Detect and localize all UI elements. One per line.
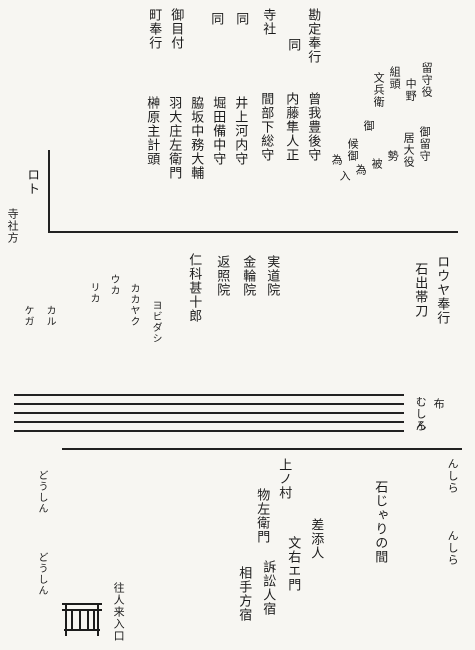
label-aite: 相手方宿 xyxy=(236,566,252,622)
title-do-3: 同 xyxy=(208,12,224,26)
divider-line-5 xyxy=(14,430,404,432)
divider-line-4 xyxy=(14,421,404,423)
title-do-1: 同 xyxy=(285,38,301,52)
upper-horizontal-line xyxy=(48,231,458,233)
title-machi-bugyo: 町奉行 xyxy=(146,8,162,50)
hiragana-row-2: んしら xyxy=(446,530,460,566)
title-jisha: 寺社 xyxy=(260,8,276,36)
label-gorusu-3: 勢 xyxy=(386,150,400,162)
title-do-2: 同 xyxy=(233,12,249,26)
name-kamimura: 上ノ村 xyxy=(276,458,292,500)
label-rusu: 留守役 xyxy=(420,62,434,98)
label-nakano: 中野 xyxy=(404,78,418,102)
name-sakakibara: 榊原主計頭 xyxy=(144,96,160,166)
divider-line-1 xyxy=(14,394,404,396)
label-gorusu-2: 居大役 xyxy=(402,132,416,168)
label-bunbei: 文兵衛 xyxy=(372,72,386,108)
label-oshi-2: 候御 xyxy=(346,138,360,162)
label-gorusu-1: 御留守 xyxy=(418,126,432,162)
name-bunemon: 文右エ門 xyxy=(285,536,301,592)
label-gorusu-6: 入 xyxy=(338,170,352,182)
label-jisha-kata: 寺社方 xyxy=(6,208,20,244)
label-sashizoe: 差添人 xyxy=(308,518,324,560)
label-ishide: 石出帯刀 xyxy=(412,262,428,318)
label-oshi-3: 為 xyxy=(330,154,344,166)
name-nishina: 仁科甚十郎 xyxy=(186,253,202,323)
name-hensho-in: 返照院 xyxy=(214,255,230,297)
divider-line-2 xyxy=(14,403,404,405)
name-hotta: 堀田備中守 xyxy=(210,96,226,166)
title-ometsuke: 御目付 xyxy=(168,8,184,50)
kana-col-1: ヨビダシ xyxy=(150,300,161,344)
name-manabe: 間部下総守 xyxy=(258,92,274,162)
name-konrinin: 金輪院 xyxy=(240,255,256,297)
kana-col-5: カル xyxy=(44,305,55,327)
hiragana-row-1: んしら xyxy=(446,458,460,494)
lower-horizontal-line xyxy=(62,448,462,450)
label-bottom-left-2: どうしん xyxy=(36,552,47,596)
title-kanjo-bugyo: 勘定奉行 xyxy=(305,8,321,64)
label-nuno: 布 xyxy=(432,398,446,410)
label-gate: 往人来入口 xyxy=(112,582,126,642)
kana-col-4: リカ xyxy=(88,282,99,304)
name-jitsudoin: 実道院 xyxy=(264,255,280,297)
label-n: ん xyxy=(414,420,428,432)
label-gorusu-5: 為 xyxy=(354,164,368,176)
name-inoue: 井上河内守 xyxy=(232,96,248,166)
kana-col-2: カカヤク xyxy=(128,283,139,327)
divider-line-3 xyxy=(14,412,404,414)
label-ishi-jari: 石じゃりの間 xyxy=(372,480,388,564)
gate-icon xyxy=(62,603,102,636)
kana-col-3: ウカ xyxy=(108,274,119,296)
label-bottom-left-1: どうしん xyxy=(36,470,47,514)
kana-col-6: ケガ xyxy=(22,305,33,327)
left-bracket-vertical xyxy=(48,150,50,232)
name-naito: 内藤隼人正 xyxy=(283,92,299,162)
label-gorusu-4: 被 xyxy=(370,158,384,170)
name-hatao: 羽大庄左衛門 xyxy=(166,96,182,180)
label-oshi-1: 御 xyxy=(362,120,376,132)
name-sone: 曾我豊後守 xyxy=(305,92,321,162)
name-wakisaka: 脇坂中務大輔 xyxy=(188,96,204,180)
label-kumigashira: 組頭 xyxy=(388,66,402,90)
name-sozaemon: 物左衛門 xyxy=(254,488,270,544)
label-ro-bugyo: ロウヤ奉行 xyxy=(434,255,450,325)
label-ro-to: ロト xyxy=(24,168,40,196)
label-soshonin: 訴訟人宿 xyxy=(260,560,276,616)
label-mushiro: むしろ xyxy=(414,396,428,432)
